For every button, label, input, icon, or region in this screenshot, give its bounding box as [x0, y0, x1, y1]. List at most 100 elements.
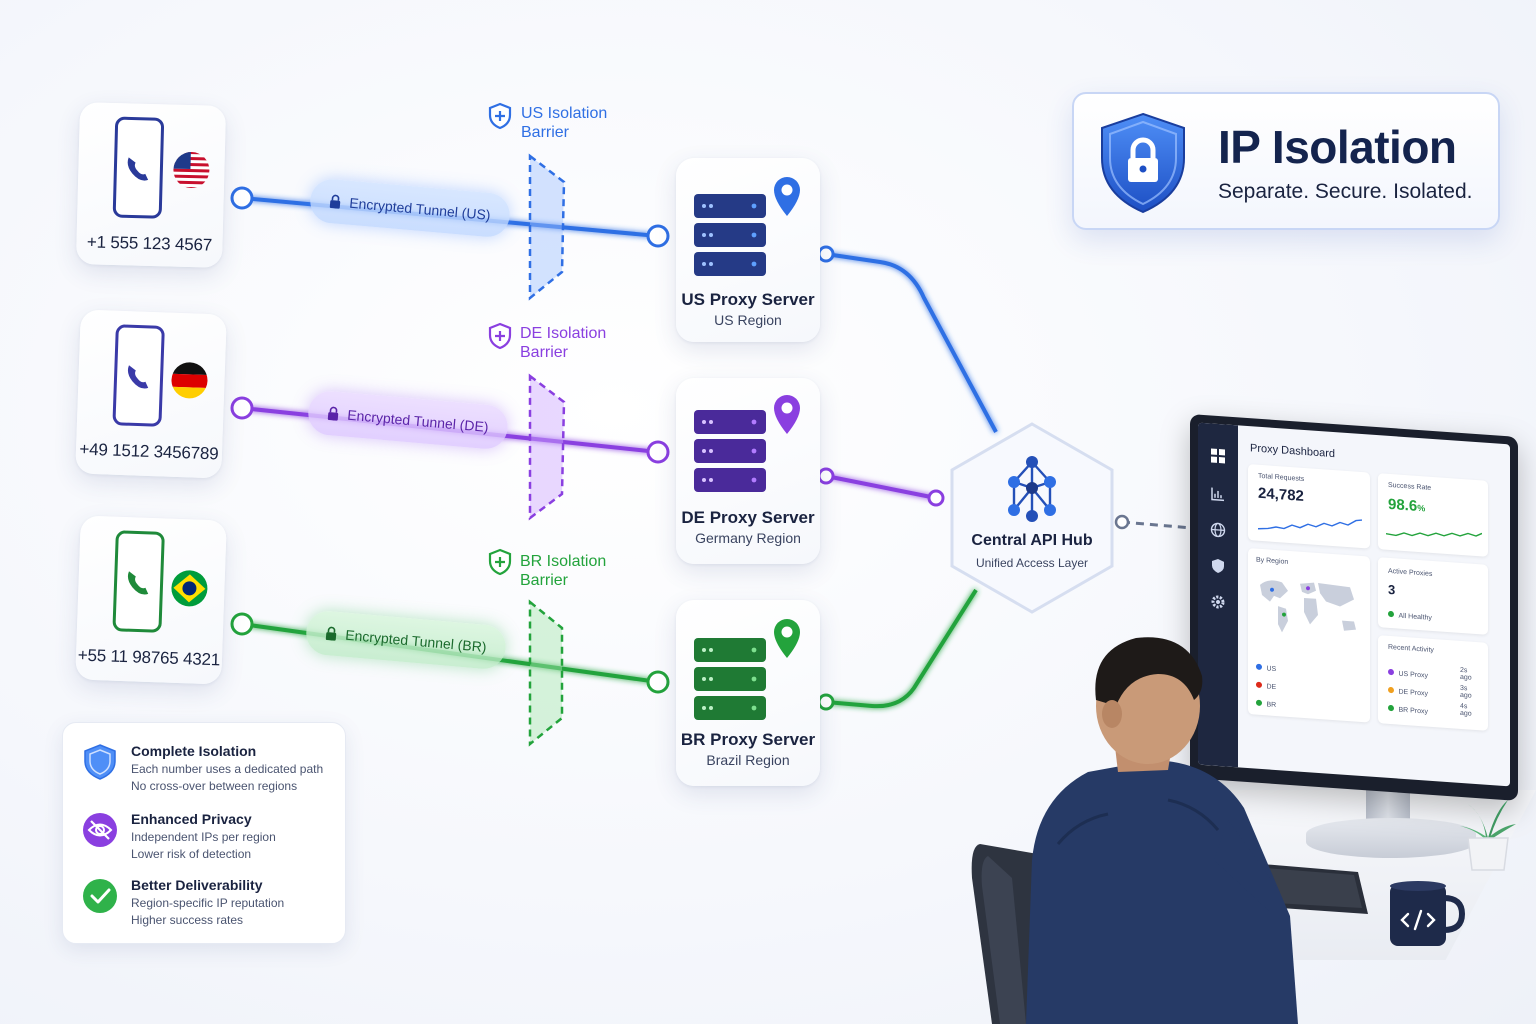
stat-label: Success Rate [1388, 481, 1432, 492]
barrier-line1: US Isolation [521, 105, 608, 122]
tunnel-de: Encrypted Tunnel (DE) [306, 389, 510, 451]
title-card: IP Isolation Separate. Secure. Isolated. [1072, 92, 1500, 230]
server-rack-icon [694, 638, 766, 720]
phone-number-br: +55 11 98765 4321 [77, 645, 221, 670]
monitor-stand-base [1306, 818, 1476, 858]
barrier-line2: Barrier [520, 344, 569, 361]
tunnel-us: Encrypted Tunnel (US) [308, 177, 512, 239]
tunnel-label: Encrypted Tunnel (DE) [346, 406, 490, 436]
proxy-server-de[interactable]: DE Proxy Server Germany Region [676, 378, 820, 564]
hub-monitor-link [1114, 514, 1193, 530]
stat-label: Recent Activity [1388, 643, 1434, 655]
shield-plus-icon [488, 548, 512, 576]
lock-icon [326, 626, 337, 641]
proxy-dashboard-screen: Proxy Dashboard Total Requests 24,782 Su… [1198, 422, 1510, 787]
phone-card-br: +55 11 98765 4321 [75, 515, 227, 685]
dashboard-title: Proxy Dashboard [1250, 442, 1335, 461]
by-region-card: By Region US DE BR [1248, 548, 1370, 723]
central-api-hub[interactable]: Central API Hub Unified Access Layer [948, 420, 1116, 616]
server-title: DE Proxy Server [681, 508, 815, 527]
server-title: US Proxy Server [681, 290, 815, 309]
barrier-line1: BR Isolation [520, 553, 607, 570]
benefit-title: Better Deliverability [131, 877, 263, 893]
phone-icon [112, 530, 165, 633]
barrier-line1: DE Isolation [520, 325, 607, 342]
world-map-icon [1260, 580, 1356, 633]
shield-icon[interactable] [1210, 557, 1226, 574]
barrier-line2: Barrier [520, 572, 569, 589]
benefit-title: Enhanced Privacy [131, 811, 252, 827]
benefit-line: No cross-over between regions [131, 779, 298, 793]
server-region: US Region [714, 312, 782, 328]
phone-icon [112, 116, 165, 219]
requests-sparkline [1258, 519, 1362, 530]
de-flag-icon [170, 361, 209, 399]
phone-card-de: +49 1512 3456789 [75, 309, 227, 479]
eye-off-icon [83, 813, 117, 847]
globe-icon[interactable] [1210, 521, 1226, 538]
total-requests-card: Total Requests 24,782 [1248, 464, 1370, 549]
lock-icon [330, 194, 341, 209]
benefit-line: Higher success rates [131, 913, 244, 927]
location-pin-icon [774, 619, 800, 658]
stat-value: 98.6% [1388, 495, 1426, 515]
plant-icon [1460, 800, 1516, 871]
br-barrier [528, 599, 564, 747]
success-sparkline [1386, 532, 1482, 537]
dashboard-sidebar [1198, 422, 1238, 768]
location-pin-icon [774, 395, 800, 434]
hub-subtitle: Unified Access Layer [975, 556, 1089, 570]
active-proxies-card: Active Proxies 3 All Healthy [1378, 557, 1488, 635]
tunnel-label: Encrypted Tunnel (BR) [344, 626, 488, 656]
server-rack-icon [694, 410, 766, 492]
person-at-desk [1026, 637, 1298, 1024]
tunnel-label: Encrypted Tunnel (US) [348, 194, 492, 224]
title-tagline: Separate. Secure. Isolated. [1218, 180, 1473, 203]
server-title: BR Proxy Server [680, 730, 816, 749]
stat-label: Active Proxies [1388, 567, 1433, 578]
br-flag-icon [170, 569, 209, 607]
de-barrier [528, 373, 566, 521]
health-status: All Healthy [1388, 604, 1432, 625]
benefit-title: Complete Isolation [131, 743, 257, 759]
phone-number-us: +1 555 123 4567 [86, 232, 213, 255]
shield-plus-icon [488, 102, 512, 130]
benefits-panel: Complete Isolation Each number uses a de… [62, 722, 346, 944]
grid-icon[interactable] [1210, 447, 1226, 464]
success-rate-card: Success Rate 98.6% [1378, 473, 1488, 557]
phone-card-us: +1 555 123 4567 [75, 102, 227, 268]
hub-title: Central API Hub [971, 532, 1093, 549]
server-region: Brazil Region [706, 752, 790, 768]
lock-icon [328, 406, 339, 421]
stat-label: By Region [1256, 556, 1289, 566]
mug-icon [1390, 881, 1466, 946]
shield-icon [84, 744, 116, 780]
benefit-line: Region-specific IP reputation [131, 896, 285, 910]
us-barrier [528, 153, 566, 301]
phone-number-de: +49 1512 3456789 [79, 439, 219, 464]
title-heading: IP Isolation [1218, 121, 1457, 173]
server-region: Germany Region [695, 530, 801, 546]
chart-icon[interactable] [1210, 485, 1226, 502]
stat-value: 24,782 [1258, 484, 1304, 505]
benefit-line: Lower risk of detection [131, 847, 252, 861]
proxy-server-us[interactable]: US Proxy Server US Region [676, 158, 820, 342]
shield-lock-icon [1101, 112, 1185, 214]
phone-icon [112, 324, 165, 427]
stat-value: 3 [1388, 581, 1396, 598]
proxy-server-br[interactable]: BR Proxy Server Brazil Region [676, 600, 820, 786]
check-circle-icon [83, 879, 117, 913]
tunnel-br: Encrypted Tunnel (BR) [304, 609, 508, 671]
gear-icon[interactable] [1210, 593, 1226, 610]
barrier-line2: Barrier [521, 124, 570, 141]
us-flag-icon [172, 151, 210, 189]
location-pin-icon [774, 177, 800, 216]
benefit-line: Independent IPs per region [131, 830, 276, 844]
monitor: Proxy Dashboard Total Requests 24,782 Su… [1190, 414, 1518, 801]
benefit-line: Each number uses a dedicated path [131, 762, 324, 776]
shield-plus-icon [488, 322, 512, 350]
network-nodes-icon [1008, 456, 1056, 522]
stat-label: Total Requests [1258, 472, 1305, 483]
server-rack-icon [694, 194, 766, 276]
